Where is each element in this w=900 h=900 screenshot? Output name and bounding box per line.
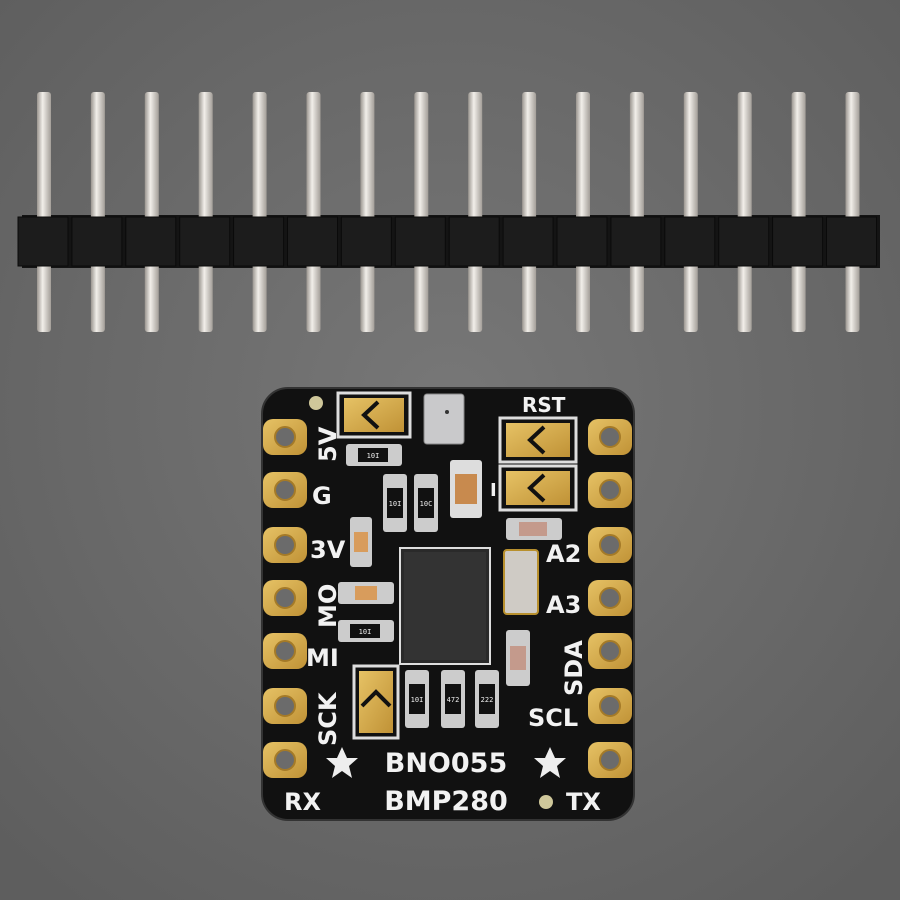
header-segment [556,216,608,267]
rst-jumper [498,416,578,512]
pin-header [17,92,880,332]
pad-hole [599,426,621,448]
pad-hole [599,640,621,662]
header-segment [340,216,392,267]
resistor-code: 222 [481,696,494,704]
pad-hole [599,749,621,771]
header-pin [144,92,159,332]
resistor: 10I [346,444,402,466]
pad-hole [274,426,296,448]
pin-label-sda: SDA [560,640,588,696]
resistor: 10C [414,474,438,532]
resistor: 10I [405,670,429,728]
pad-hole [274,640,296,662]
breakout-board: 10I 10I 10C 10I 10I 472 222 5V G 3V MO M… [261,387,635,821]
header-pin [737,92,752,332]
fiducial [539,795,553,809]
header-pin [683,92,698,332]
header-segment [826,216,877,267]
pin-label-mi: MI [306,644,339,672]
pin-label-rx: RX [284,788,321,816]
pad-hole [274,749,296,771]
pad-hole [274,479,296,501]
header-segment [772,216,824,267]
pin-label-mo: MO [314,584,342,628]
header-pin [414,92,429,332]
resistor-code: 472 [447,696,460,704]
header-segment [502,216,554,267]
header-segment [125,216,177,267]
resistor: 222 [475,670,499,728]
resistor-code: 10I [367,452,380,460]
resistor: 472 [441,670,465,728]
header-pin [90,92,105,332]
bmp280-sensor [423,393,465,445]
fiducial [309,396,323,410]
adafruit-star-logo [326,747,358,778]
adafruit-star-logo [534,747,566,778]
header-pin [629,92,644,332]
header-segment [233,216,285,267]
pad-hole [599,587,621,609]
header-pin [360,92,375,332]
header-segment [448,216,500,267]
header-pin [306,92,321,332]
header-pin [791,92,806,332]
pad-hole [274,695,296,717]
crystal [503,549,539,615]
board-title-bno055: BNO055 [385,748,508,779]
pad-hole [599,479,621,501]
pad-hole [274,587,296,609]
pad-hole [274,534,296,556]
header-pin [198,92,213,332]
header-segment [287,216,338,267]
spi-jumper [352,664,400,740]
pad-hole [599,534,621,556]
header-segment [17,216,69,267]
pin-label-sck: SCK [314,691,342,746]
pin-label-scl: SCL [528,704,578,732]
board-title-bmp280: BMP280 [384,786,508,817]
header-pin [468,92,483,332]
pin-label-a2: A2 [546,540,581,568]
header-pin [37,92,51,332]
resistor-code: 10I [411,696,424,704]
resistor-code: 10I [389,500,402,508]
pad-hole [599,695,621,717]
header-segment [664,216,716,267]
header-segment [610,216,662,267]
header-pin [252,92,267,332]
pin-label-rst: RST [522,393,566,417]
resistor: 10I [383,474,407,532]
header-segment [71,216,123,267]
pin-label-tx: TX [566,788,601,816]
resistor: 10I [338,620,394,642]
header-segment [179,216,231,267]
resistor-code: 10I [359,628,372,636]
resistor-code: 10C [420,500,433,508]
pin-label-a3: A3 [546,591,581,619]
header-pin [845,92,860,332]
pin-label-g: G [312,482,332,510]
pin-label-3v: 3V [310,536,346,564]
header-segment [394,216,446,267]
header-segment [718,216,770,267]
pin-label-5v: 5V [314,426,342,462]
header-pin [522,92,537,332]
solder-jumper [336,391,412,439]
pin-label-i: I [490,480,497,501]
header-pin [576,92,590,332]
